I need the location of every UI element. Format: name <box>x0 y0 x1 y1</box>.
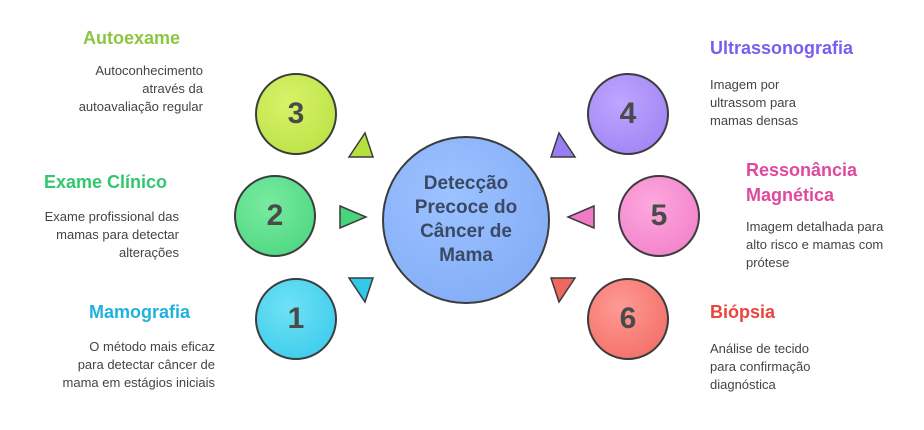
desc-biopsia: Análise de tecido para confirmação diagn… <box>710 341 811 392</box>
step-2-number: 2 <box>266 199 284 232</box>
step-3-circle: 3 <box>255 73 337 155</box>
step-6-number: 6 <box>619 302 637 335</box>
triangle-exame-clinico <box>339 204 368 230</box>
center-label: Detecção Precoce do Câncer de Mama <box>414 173 518 266</box>
step-4-number: 4 <box>619 97 637 130</box>
center-circle: Detecção Precoce do Câncer de Mama <box>382 136 550 304</box>
step-1-circle: 1 <box>255 278 337 360</box>
title-ultrassonografia: Ultrassonografia <box>710 38 854 58</box>
triangle-autoexame <box>347 131 375 158</box>
step-6-circle: 6 <box>587 278 669 360</box>
title-biopsia: Biópsia <box>710 302 776 322</box>
desc-exame-clinico: Exame profissional das mamas para detect… <box>44 209 179 260</box>
step-5-circle: 5 <box>618 175 700 257</box>
desc-ressonancia: Imagem detalhada para alto risco e mamas… <box>746 219 884 270</box>
desc-mamografia: O método mais eficaz para detectar cânce… <box>62 339 215 390</box>
step-5-number: 5 <box>650 199 668 232</box>
step-2-circle: 2 <box>234 175 316 257</box>
triangle-mamografia <box>347 277 375 304</box>
triangle-ressonancia <box>566 204 595 230</box>
title-mamografia: Mamografia <box>88 302 190 322</box>
triangle-biopsia <box>549 277 577 304</box>
title-ressonancia: Ressonância Magnética <box>746 160 858 205</box>
step-3-number: 3 <box>287 97 305 130</box>
title-exame-clinico: Exame Clínico <box>43 172 167 192</box>
desc-ultrassonografia: Imagem por ultrassom para mamas densas <box>710 77 799 128</box>
title-autoexame: Autoexame <box>82 28 180 48</box>
step-1-number: 1 <box>287 302 305 335</box>
desc-autoexame: Autoconhecimento através da autoavaliaçã… <box>78 63 203 114</box>
step-4-circle: 4 <box>587 73 669 155</box>
triangle-ultrassonografia <box>549 131 577 158</box>
